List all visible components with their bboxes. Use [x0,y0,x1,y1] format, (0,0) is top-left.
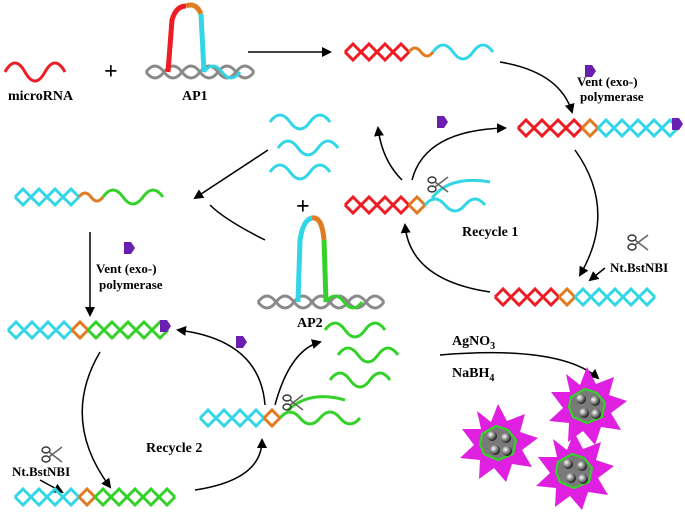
recycle2-arrow-left [81,351,112,489]
nicked-duplex-2b [13,486,177,508]
extended-duplex-1 [516,117,680,139]
vent-label-left-line2: polymerase [99,277,163,292]
plus-sign: + [104,59,118,85]
vent-label-top-line1: Vent (exo-) [577,74,638,89]
polymerase-icon [124,242,135,254]
ap1-microrna-duplex [343,41,495,63]
nick-arrow-right [588,267,606,282]
ap1-hairpin-probe [144,2,256,80]
nicking-enzyme-label-left: Nt.BstNBI [12,464,70,479]
microrna-strand [3,61,67,83]
recycle1-arrow-left [411,123,507,181]
recycle2-arrow-top [176,326,266,406]
released-green-strands [323,321,400,389]
ap2-trigger-duplex [13,186,165,208]
extension-arrow-top [499,61,575,114]
reagent-agno3: AgNO3 [452,334,495,352]
polymerase-icon [672,118,683,130]
nicked-duplex-2 [198,395,362,429]
ap2-label: AP2 [297,316,323,331]
microrna-label: microRNA [8,89,74,104]
recycle2-arrow-bottom [194,438,267,491]
silver-nanocluster-icon [534,430,616,512]
silver-nanocluster-icon [547,365,629,447]
recycle1-label: Recycle 1 [462,225,518,240]
recycle1-arrow-bottom [400,223,491,293]
reagent-nabh4: NaBH4 [452,366,494,384]
scissors-icon [627,234,649,251]
nick-arrow-left [39,479,64,493]
nicking-enzyme-label-right: Nt.BstNBI [610,260,668,275]
nicked-duplex-1 [343,178,491,216]
recycle1-arrow-right [574,149,599,277]
merge-arrow-lower [209,204,266,241]
release-arrow-2 [274,339,322,406]
polymerase-icon [437,116,448,128]
polymerase-icon [160,320,171,332]
ap1-label: AP1 [182,89,208,104]
silver-nanocluster-icon [458,402,540,484]
released-cyan-strands [268,113,340,181]
plus-sign-2: + [296,194,310,220]
nicked-duplex-1b [493,286,657,308]
merge-arrow [193,149,269,200]
vent-label-top-line2: polymerase [580,89,644,104]
extended-duplex-2 [6,319,170,341]
release-arrow-1 [374,126,403,181]
recycle2-label: Recycle 2 [146,441,202,456]
polymerase-icon [236,336,247,348]
ap2-hairpin-probe [256,215,386,310]
vent-label-left-line1: Vent (exo-) [96,261,157,276]
scissors-icon [41,446,63,463]
